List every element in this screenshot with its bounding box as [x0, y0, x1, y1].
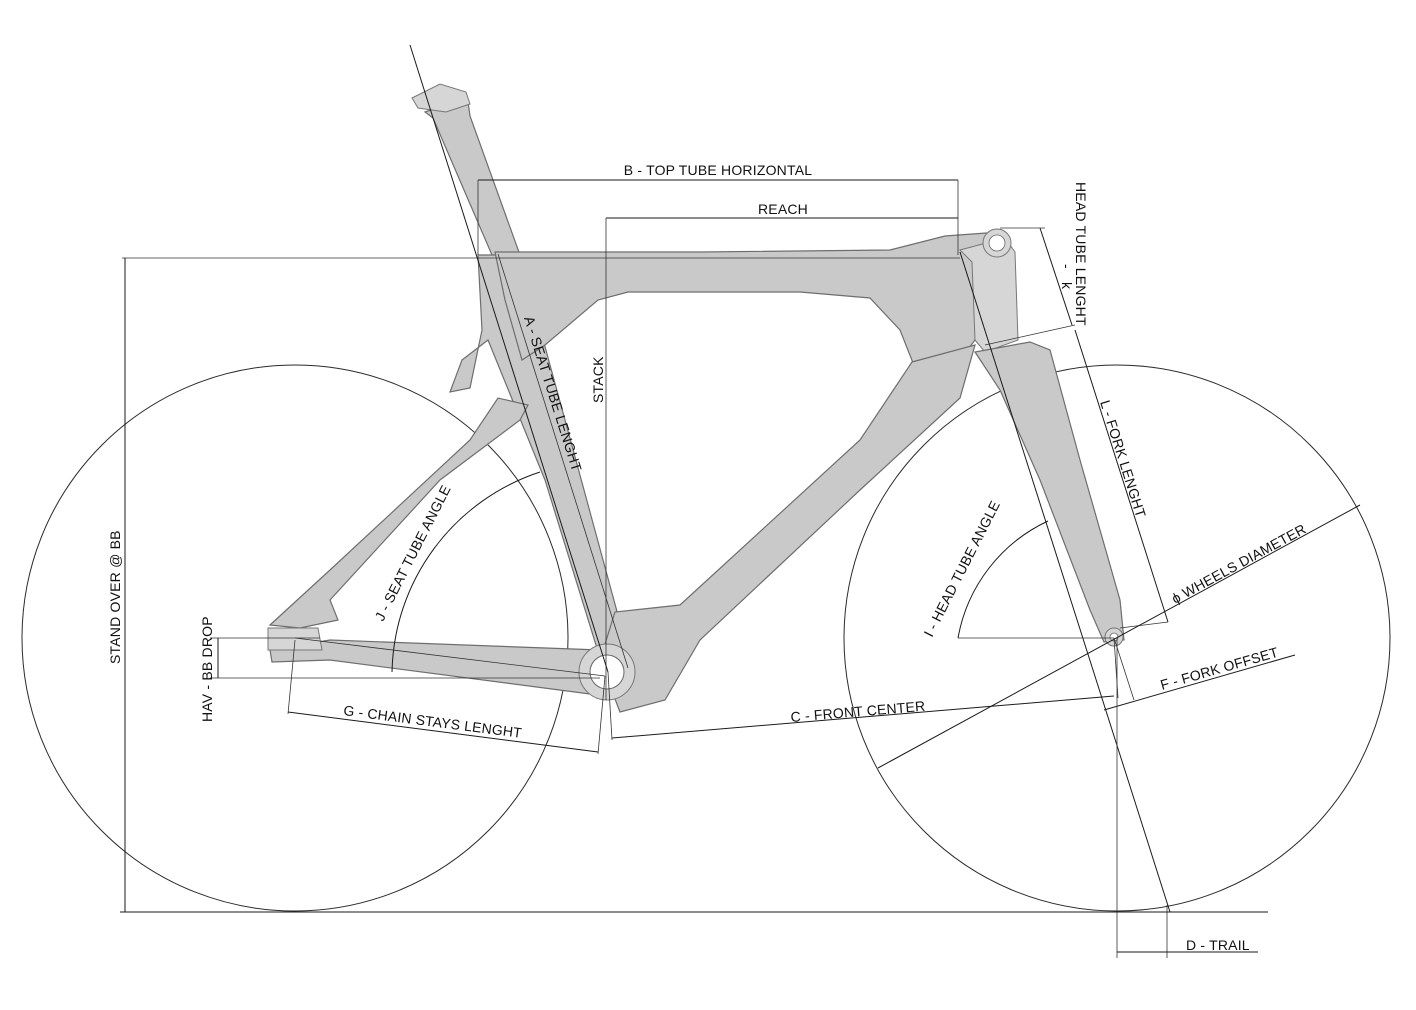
- wheel-diameter-line: [877, 504, 1361, 769]
- label-fork-length: L - FORK LENGHT: [1097, 398, 1149, 520]
- label-top-tube-horizontal: B - TOP TUBE HORIZONTAL: [624, 162, 812, 178]
- chain-stay-axis: [294, 637, 606, 677]
- fork-length-ext: [1119, 621, 1169, 629]
- down-tube: [599, 344, 976, 713]
- label-head-tube-dash: -: [1059, 264, 1075, 269]
- rear-dropout: [267, 627, 323, 651]
- seat-tube-axis: [409, 44, 609, 673]
- label-stand-over: STAND OVER @ BB: [107, 530, 123, 664]
- label-front-center: C - FRONT CENTER: [790, 698, 926, 725]
- label-head-tube-angle: I - HEAD TUBE ANGLE: [920, 498, 1003, 639]
- seat-tube-angle-arc: [391, 471, 541, 673]
- fork: [974, 341, 1125, 643]
- label-stack: STACK: [590, 356, 606, 403]
- top-tube: [494, 231, 1011, 369]
- dimension-lines: [122, 44, 1361, 958]
- seat-clamp: [411, 83, 471, 113]
- chain-stay-ext-right: [597, 675, 606, 755]
- label-reach: REACH: [758, 201, 808, 217]
- front-center-dim: [611, 695, 1115, 739]
- head-tube-angle-arc: [957, 520, 1049, 639]
- seat-tube-dim-line: [497, 253, 629, 669]
- bike-frame: [267, 83, 1125, 713]
- label-trail: D - TRAIL: [1186, 937, 1250, 953]
- bottom-bracket-hole: [589, 654, 625, 690]
- fork-offset-dim: [1103, 654, 1296, 711]
- label-head-tube-k: k: [1059, 282, 1075, 290]
- label-head-tube-length: HEAD TUBE LENGHT: [1073, 182, 1089, 326]
- label-fork-offset: F - FORK OFFSET: [1158, 644, 1280, 693]
- seat-stay: [268, 397, 529, 629]
- stem-clamp-hole: [988, 234, 1006, 252]
- chain-stay-ext-left: [287, 639, 296, 715]
- label-bb-drop: HAV - BB DROP: [199, 616, 215, 722]
- head-tube-ext-bottom: [984, 324, 1076, 346]
- chain-stay-dim: [287, 711, 599, 753]
- head-tube-axis: [959, 251, 1171, 913]
- label-chain-stays-length: G - CHAIN STAYS LENGHT: [343, 702, 524, 741]
- label-wheels-diameter: ϕ WHEELS DIAMETER: [1169, 521, 1309, 607]
- rear-wheel-circle: [21, 364, 569, 912]
- fork-length-dim: [1074, 329, 1169, 623]
- head-tube-length-dim: [1039, 227, 1073, 326]
- seat-post: [423, 101, 521, 263]
- front-center-ext-left: [607, 671, 613, 741]
